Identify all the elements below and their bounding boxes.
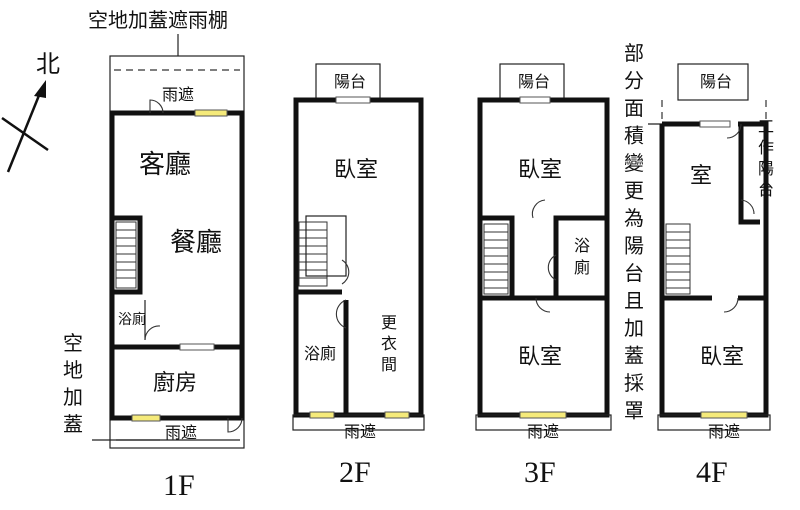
1f-door <box>149 99 164 114</box>
4f-wall <box>659 121 769 418</box>
1f-window <box>194 109 228 117</box>
3f-stair-wall <box>480 215 515 301</box>
2f-bath-label: 浴廁 <box>304 344 336 363</box>
2f-door <box>335 299 347 329</box>
4f-balcony-rail <box>677 63 749 101</box>
2f-window <box>384 411 410 419</box>
floor-2f: 陽台 臥室 浴廁 更 衣 間 雨遮 2F <box>292 63 425 489</box>
3f-bath-label: 廁 <box>574 258 590 277</box>
floor-3f: 陽台 臥室 浴 廁 臥室 雨遮 3F <box>475 63 612 489</box>
4f-work-balcony-label: 陽 <box>758 159 774 178</box>
1f-window <box>131 414 161 422</box>
2f-closet-label: 衣 <box>381 334 397 353</box>
4f-stairs <box>665 223 691 295</box>
north-compass: 北 <box>1 50 60 173</box>
3f-bath-label: 浴 <box>574 236 590 255</box>
4f-door <box>726 123 742 139</box>
2f-floor-label: 2F <box>339 456 371 489</box>
1f-dining-label: 餐廳 <box>170 228 222 258</box>
4f-work-balcony-label: 作 <box>758 138 774 157</box>
north-arrow-icon <box>34 80 46 98</box>
4f-door <box>740 199 755 215</box>
3f-floor-label: 3F <box>524 456 556 489</box>
note-top: 空地加蓋遮雨棚 <box>88 8 228 32</box>
2f-window <box>335 96 371 104</box>
note-right-char: 部 <box>624 41 644 65</box>
3f-door <box>531 199 546 219</box>
note-right-char: 且 <box>624 289 644 313</box>
1f-door <box>227 417 243 433</box>
2f-stairs <box>298 215 347 287</box>
1f-stairs <box>115 221 137 289</box>
2f-closet-label: 間 <box>381 355 397 374</box>
3f-door <box>535 297 551 313</box>
floor-4f: 陽台 室 工 作 陽 台 臥室 雨遮 4F <box>657 63 774 489</box>
note-right-char: 台 <box>624 261 644 285</box>
3f-bedroom-bottom-label: 臥室 <box>518 345 562 370</box>
note-right-char: 更 <box>624 179 644 203</box>
2f-window <box>309 411 335 419</box>
note-left-char: 空 <box>63 331 83 355</box>
note-right-char: 積 <box>624 124 644 148</box>
note-left-char: 地 <box>63 358 83 382</box>
1f-floor-label: 1F <box>163 469 195 502</box>
note-right-char: 蓋 <box>624 344 644 368</box>
4f-door <box>723 297 739 313</box>
floor-1f: 雨遮 客廳 餐廳 浴廁 廚房 雨遮 1F <box>109 55 245 502</box>
note-right-char: 陽 <box>624 234 644 258</box>
note-left-char: 蓋 <box>63 412 83 436</box>
1f-kitchen-label: 廚房 <box>153 371 197 396</box>
2f-balcony-label: 陽台 <box>334 72 366 91</box>
2f-canopy <box>292 414 425 431</box>
2f-closet-label: 更 <box>381 313 397 332</box>
compass-cross-line <box>1 116 49 152</box>
4f-work-balcony-wall <box>738 124 760 225</box>
3f-canopy-label: 雨遮 <box>527 422 559 441</box>
2f-canopy-label: 雨遮 <box>344 422 376 441</box>
note-right-char: 分 <box>624 69 644 93</box>
note-right-char: 變 <box>624 151 644 175</box>
2f-wall <box>293 97 424 418</box>
1f-stair-wall <box>112 215 143 295</box>
compass-north-line <box>6 87 44 173</box>
1f-canopy-bottom-label: 雨遮 <box>165 423 197 442</box>
1f-bath-label: 浴廁 <box>118 311 146 328</box>
4f-bedroom-label: 臥室 <box>700 345 744 370</box>
1f-window <box>179 343 215 351</box>
4f-work-balcony-label: 工 <box>758 117 774 136</box>
note-right-char: 加 <box>624 316 644 340</box>
3f-window <box>519 411 567 419</box>
3f-door <box>547 254 557 281</box>
note-left: 空 地 加 蓋 <box>63 331 83 436</box>
4f-window <box>700 411 748 419</box>
3f-bedroom-top-label: 臥室 <box>518 158 562 183</box>
note-left-char: 加 <box>63 385 83 409</box>
4f-room-label: 室 <box>690 164 712 189</box>
note-right-char: 採 <box>624 371 644 395</box>
1f-canopy-top-label: 雨遮 <box>162 85 194 104</box>
4f-floor-label: 4F <box>696 456 728 489</box>
3f-balcony-label: 陽台 <box>518 72 550 91</box>
note-right-char: 面 <box>624 96 644 120</box>
4f-balcony-label: 陽台 <box>700 72 732 91</box>
note-right-char: 罩 <box>624 399 644 423</box>
1f-living-label: 客廳 <box>139 150 191 180</box>
4f-canopy-label: 雨遮 <box>708 422 740 441</box>
2f-bedroom-label: 臥室 <box>334 158 378 183</box>
2f-door <box>341 259 350 285</box>
north-label: 北 <box>36 50 60 78</box>
3f-stairs <box>483 223 509 295</box>
3f-window <box>519 96 551 104</box>
4f-work-balcony-label: 台 <box>758 180 774 199</box>
1f-door <box>144 325 161 341</box>
3f-hall-wall <box>512 215 607 301</box>
note-right-char: 為 <box>624 206 644 230</box>
4f-window <box>699 120 731 128</box>
